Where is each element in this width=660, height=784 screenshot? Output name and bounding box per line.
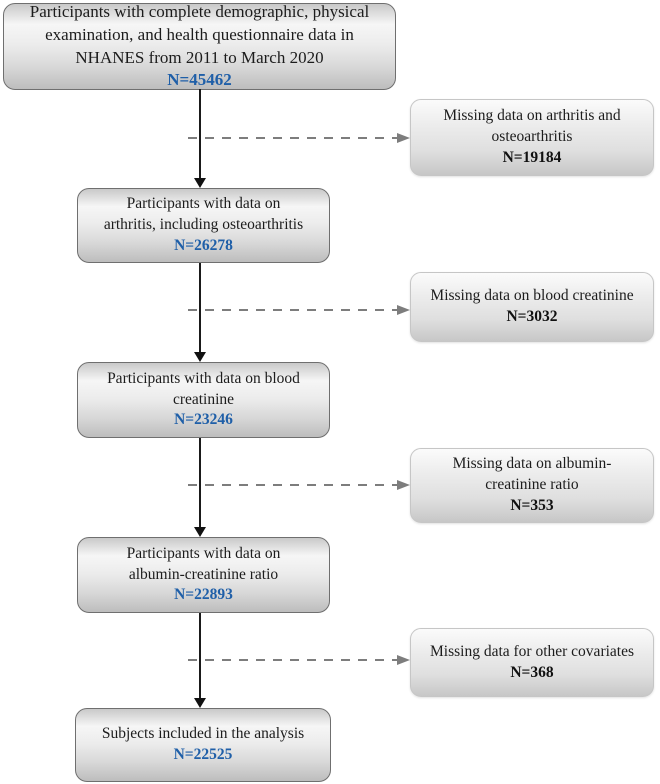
dashed-arrow-line-1	[188, 137, 397, 139]
down-arrowhead-icon	[194, 527, 206, 537]
cohort-box-label: Participants with data on arthritis, inc…	[103, 195, 304, 234]
cohort-box-n-value: N=26278	[174, 236, 233, 254]
cohort-box-blood-creatinine: Participants with data on blood creatini…	[77, 362, 330, 438]
dashed-arrow-line-3	[188, 484, 397, 486]
exclusion-box-n-value: N=368	[510, 663, 554, 681]
exclusion-box-other-covariates: Missing data for other covariates N=368	[410, 628, 654, 697]
cohort-box-final-analysis: Subjects included in the analysis N=2252…	[75, 708, 331, 782]
cohort-box-n-value: N=22893	[174, 586, 233, 604]
exclusion-box-label: Missing data on albumin- creatinine rati…	[452, 455, 612, 494]
right-arrowhead-icon	[397, 480, 410, 490]
cohort-box-arthritis-data: Participants with data on arthritis, inc…	[77, 188, 330, 263]
dashed-arrow-line-2	[188, 309, 397, 311]
exclusion-box-arthritis: Missing data on arthritis and osteoarthr…	[410, 99, 654, 176]
down-arrowhead-icon	[194, 698, 206, 708]
exclusion-box-n-value: N=19184	[502, 148, 562, 166]
down-arrow-line-4	[199, 613, 201, 698]
exclusion-box-albumin-creatinine-ratio: Missing data on albumin- creatinine rati…	[410, 448, 654, 523]
cohort-box-label: Participants with complete demographic, …	[29, 1, 370, 67]
right-arrowhead-icon	[397, 133, 410, 143]
exclusion-box-label: Missing data on arthritis and osteoarthr…	[443, 107, 621, 146]
exclusion-box-label: Missing data for other covariates	[429, 642, 635, 660]
cohort-box-n-value: N=45462	[167, 70, 232, 90]
cohort-box-albumin-creatinine-ratio: Participants with data on albumin-creati…	[77, 537, 330, 613]
cohort-box-label: Participants with data on blood creatini…	[107, 369, 300, 408]
cohort-box-nhanes-total: Participants with complete demographic, …	[3, 1, 396, 90]
cohort-box-label: Subjects included in the analysis	[101, 725, 305, 743]
right-arrowhead-icon	[397, 305, 410, 315]
cohort-box-n-value: N=22525	[173, 746, 233, 763]
down-arrow-line-1	[199, 89, 201, 178]
down-arrowhead-icon	[194, 352, 206, 362]
exclusion-box-n-value: N=353	[510, 496, 554, 514]
cohort-box-label: Participants with data on albumin-creati…	[126, 544, 281, 583]
cohort-box-n-value: N=23246	[174, 411, 233, 429]
right-arrowhead-icon	[397, 655, 410, 665]
down-arrow-line-2	[199, 263, 201, 352]
exclusion-box-label: Missing data on blood creatinine	[430, 287, 634, 305]
dashed-arrow-line-4	[188, 659, 397, 661]
exclusion-box-blood-creatinine: Missing data on blood creatinine N=3032	[410, 272, 654, 342]
exclusion-box-n-value: N=3032	[506, 308, 558, 325]
down-arrow-line-3	[199, 438, 201, 527]
down-arrowhead-icon	[194, 178, 206, 188]
